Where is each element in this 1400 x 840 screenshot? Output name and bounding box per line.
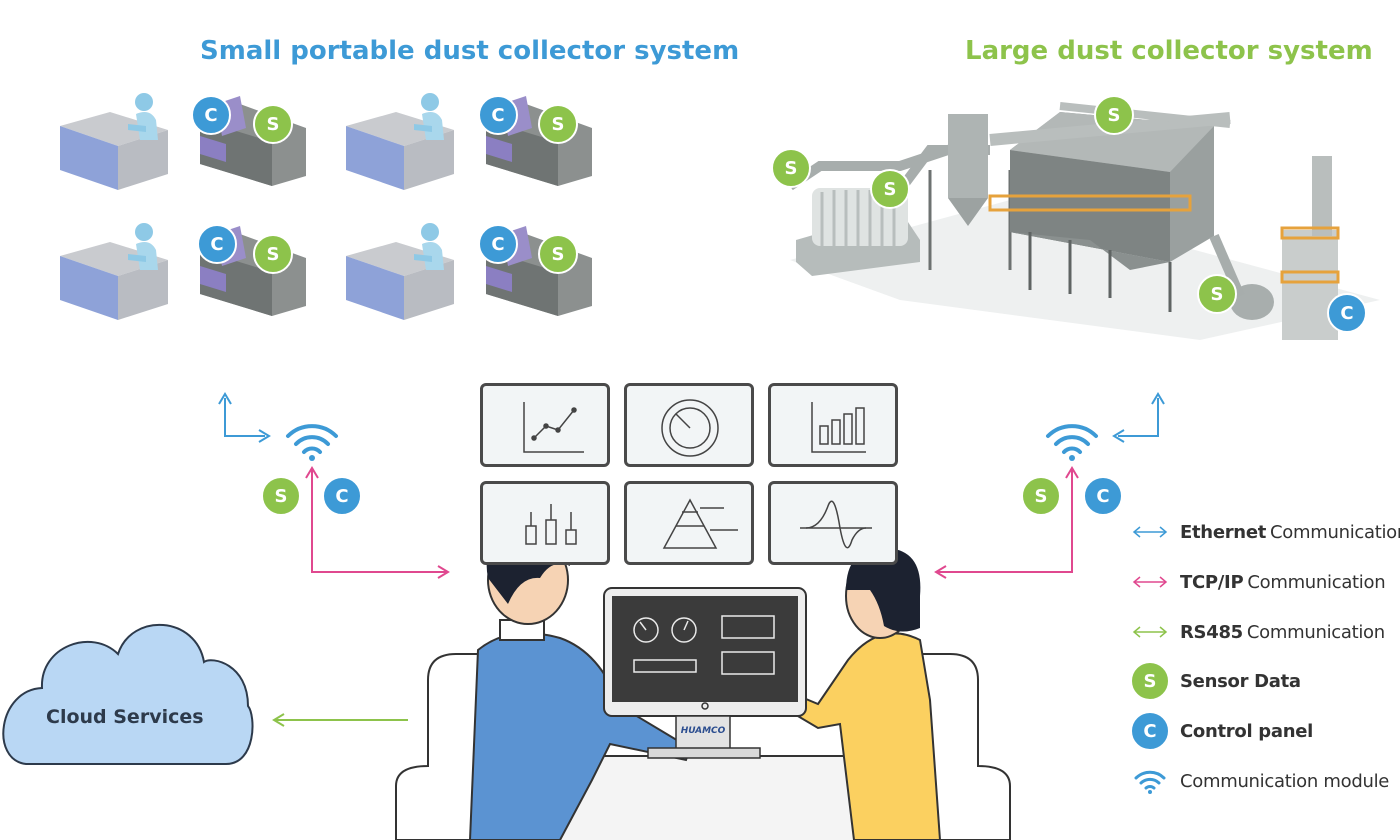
ethernet-arrow-left — [218, 392, 271, 443]
rs485-arrow-icon — [1128, 612, 1172, 652]
dashboard-panel-wave — [768, 481, 898, 565]
control-panel-badge: C — [191, 95, 231, 135]
dashboard-panel-bar-chart — [768, 383, 898, 467]
large-system-title: Large dust collector system — [965, 36, 1373, 66]
control-badge-icon: C — [1128, 711, 1172, 751]
legend-sensor-data: S Sensor Data — [1128, 661, 1301, 701]
legend-control-panel: C Control panel — [1128, 711, 1313, 751]
cloud-services-label: Cloud Services — [46, 706, 204, 728]
tcpip-arrow-right — [934, 466, 1079, 579]
wifi-icon — [1128, 761, 1172, 801]
control-panel-badge: C — [478, 224, 518, 264]
large-dust-collector-plant — [787, 102, 1380, 340]
sensor-data-badge: S — [1094, 95, 1134, 135]
sensor-data-badge: S — [538, 104, 578, 144]
legend-communication-module: Communication module — [1128, 761, 1389, 801]
control-panel-badge: C — [197, 224, 237, 264]
sensor-data-badge: S — [538, 234, 578, 274]
dashboard-panel-line-chart — [480, 383, 610, 467]
dashboard-panel-pyramid — [624, 481, 754, 565]
small-system-title: Small portable dust collector system — [200, 36, 740, 66]
control-panel-badge: C — [1327, 293, 1367, 333]
sensor-data-badge: S — [253, 104, 293, 144]
dashboard-panel-gauge — [624, 383, 754, 467]
cloud-shape — [2, 623, 254, 765]
sensor-data-badge: S — [253, 234, 293, 274]
control-panel-badge: C — [478, 95, 518, 135]
operators-scene — [395, 535, 1011, 840]
sensor-data-badge: S — [1197, 274, 1237, 314]
wifi-icon — [1046, 424, 1098, 461]
sensor-data-badge: S — [261, 476, 301, 516]
wifi-icon — [286, 424, 338, 461]
ethernet-arrow-right — [1112, 392, 1165, 443]
sensor-data-badge: S — [1021, 476, 1061, 516]
control-panel-badge: C — [1083, 476, 1123, 516]
tcpip-arrow-left — [305, 466, 450, 579]
tcpip-arrow-icon — [1128, 562, 1172, 602]
dashboard-panel-candlestick — [480, 481, 610, 565]
ethernet-arrow-icon — [1128, 512, 1172, 552]
control-panel-badge: C — [322, 476, 362, 516]
sensor-data-badge: S — [870, 169, 910, 209]
monitor-brand-logo: HUAMCO — [680, 726, 726, 736]
sensor-data-badge: S — [771, 148, 811, 188]
sensor-badge-icon: S — [1128, 661, 1172, 701]
rs485-arrow-cloud — [272, 713, 408, 727]
